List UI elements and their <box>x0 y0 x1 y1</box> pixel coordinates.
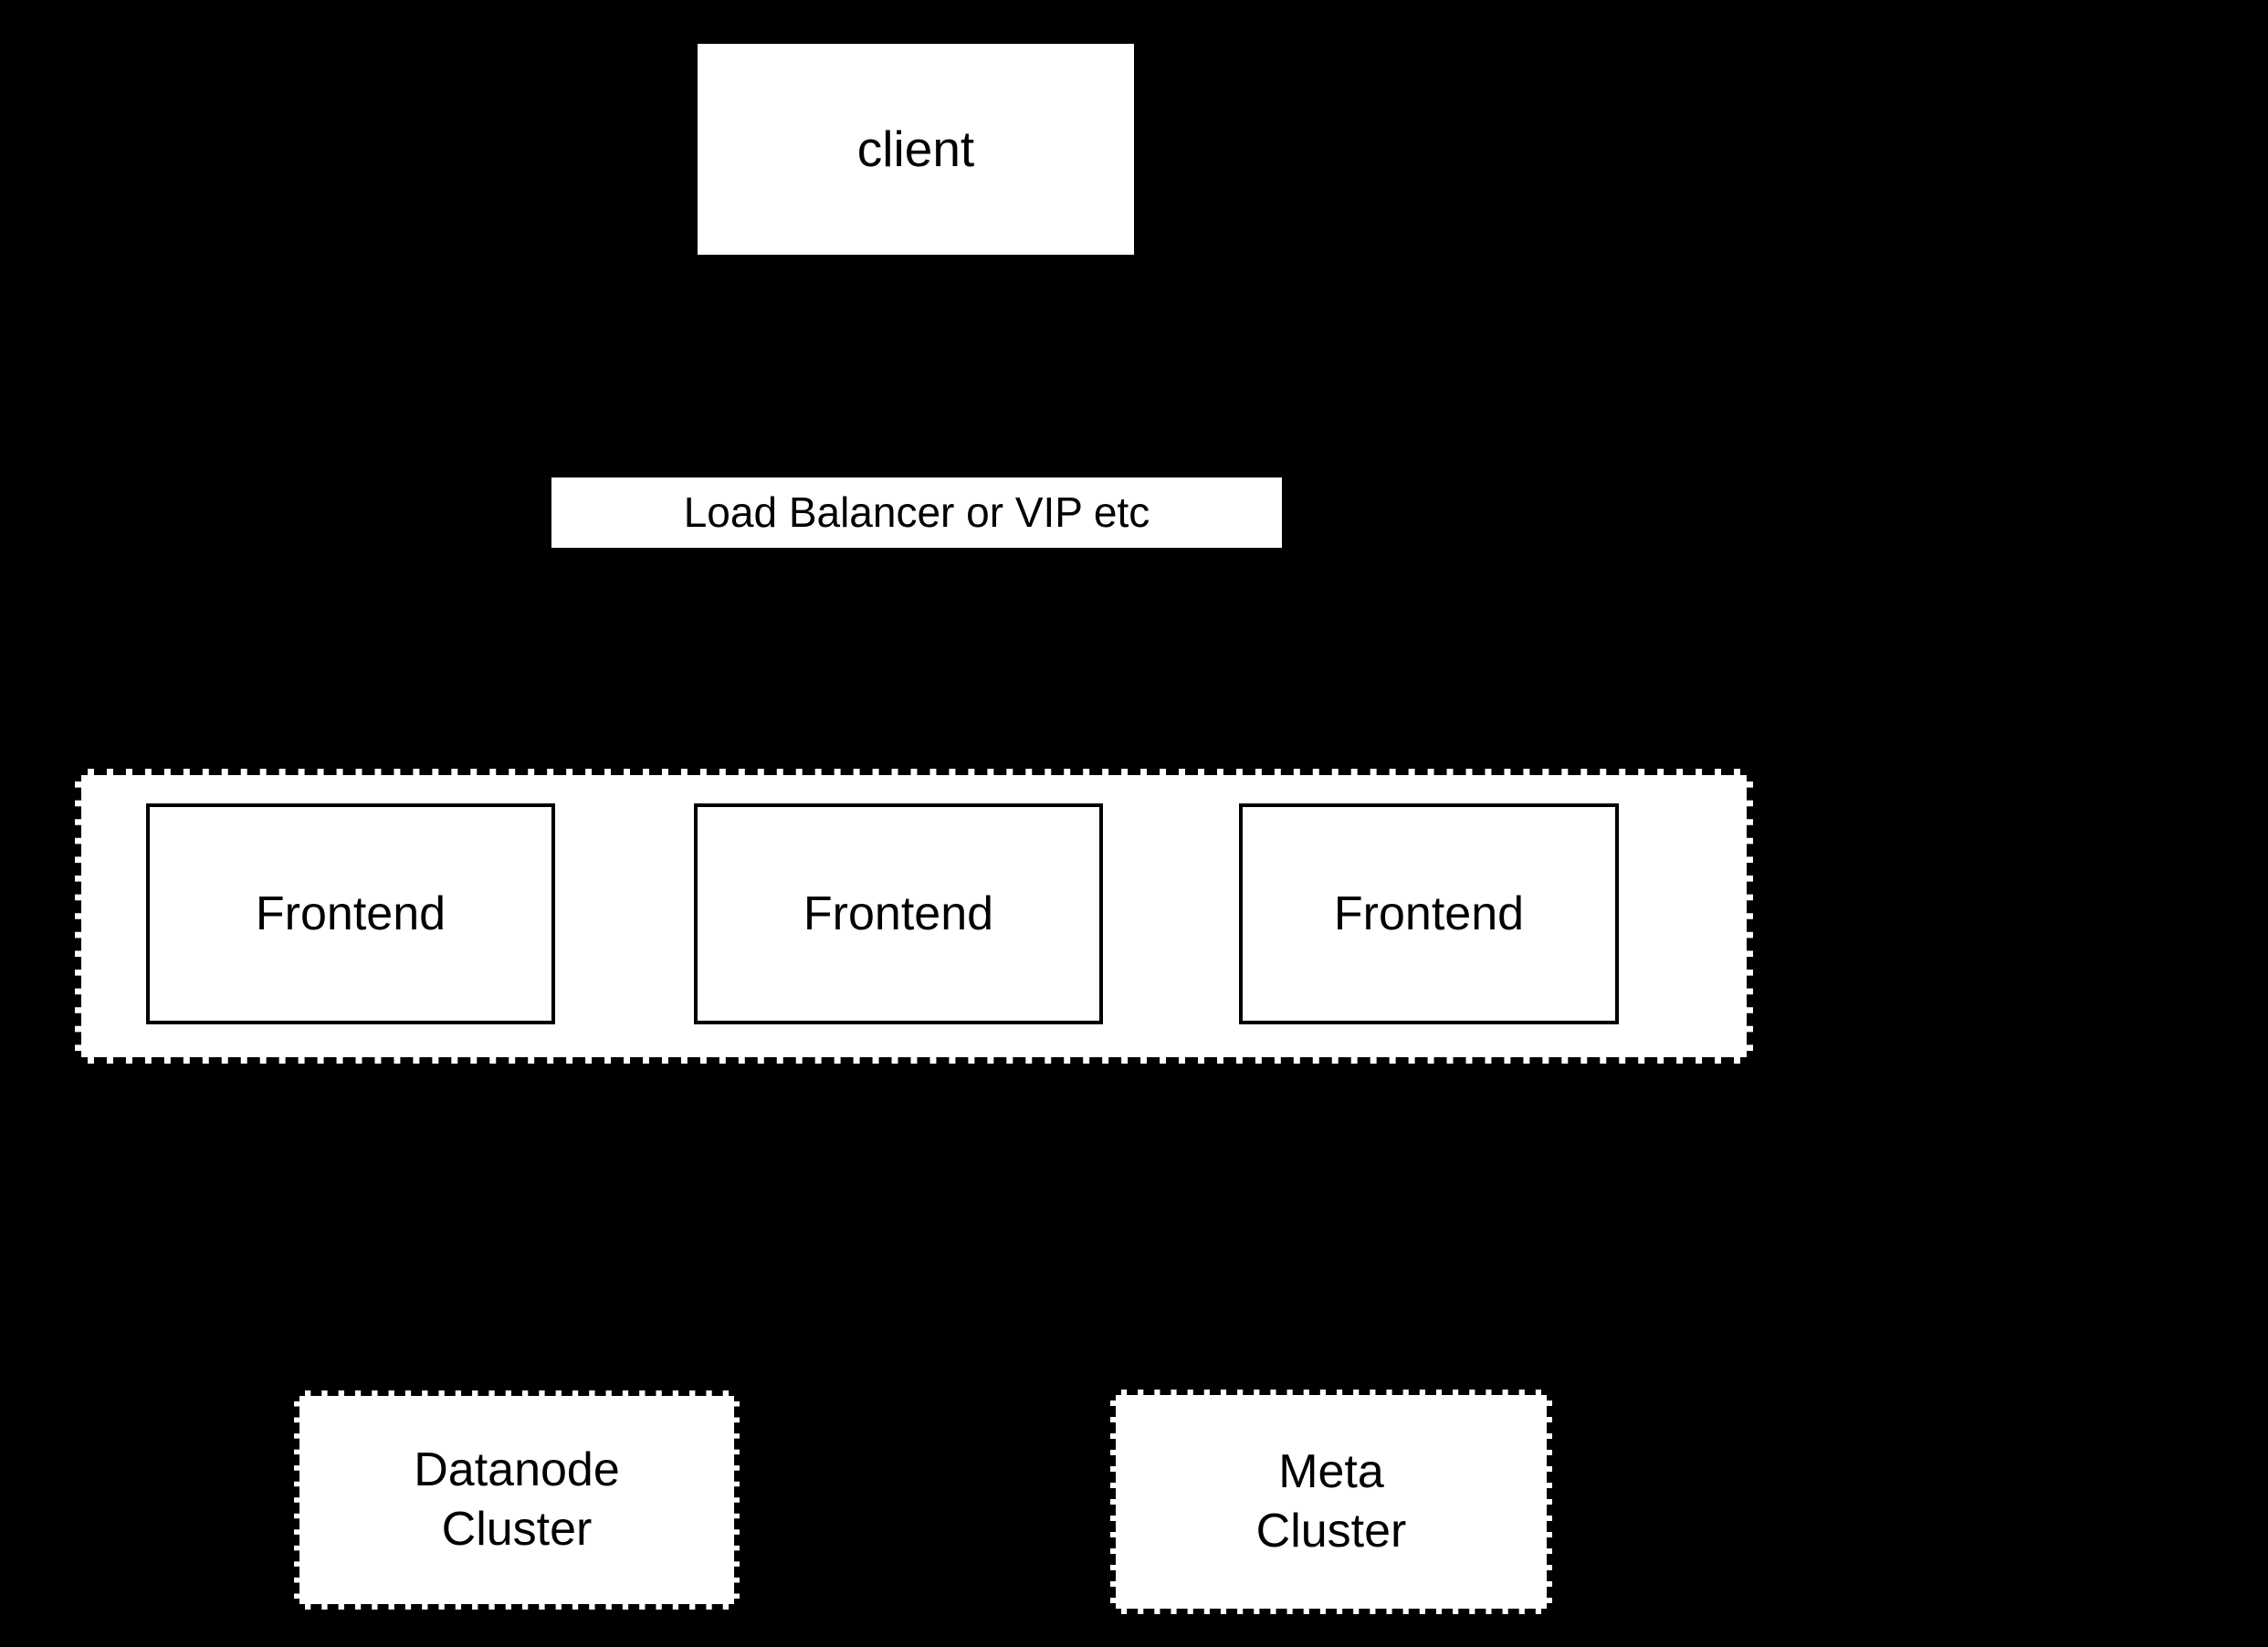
node-frontend-1[interactable]: Frontend <box>146 803 555 1024</box>
node-meta-cluster-label: Meta Cluster <box>1255 1445 1407 1558</box>
node-frontend-2[interactable]: Frontend <box>694 803 1103 1024</box>
node-frontend-1-label: Frontend <box>255 886 446 940</box>
node-frontend-2-label: Frontend <box>803 886 994 940</box>
node-load-balancer-label: Load Balancer or VIP etc <box>683 488 1150 536</box>
node-client[interactable]: client <box>698 44 1134 255</box>
node-frontend-3-label: Frontend <box>1333 886 1525 940</box>
node-load-balancer[interactable]: Load Balancer or VIP etc <box>551 477 1282 548</box>
node-meta-cluster[interactable]: Meta Cluster <box>1110 1390 1552 1614</box>
node-datanode-cluster[interactable]: Datanode Cluster <box>294 1390 740 1610</box>
node-client-label: client <box>856 121 975 178</box>
node-frontend-3[interactable]: Frontend <box>1239 803 1619 1024</box>
node-datanode-cluster-label: Datanode Cluster <box>414 1443 620 1556</box>
